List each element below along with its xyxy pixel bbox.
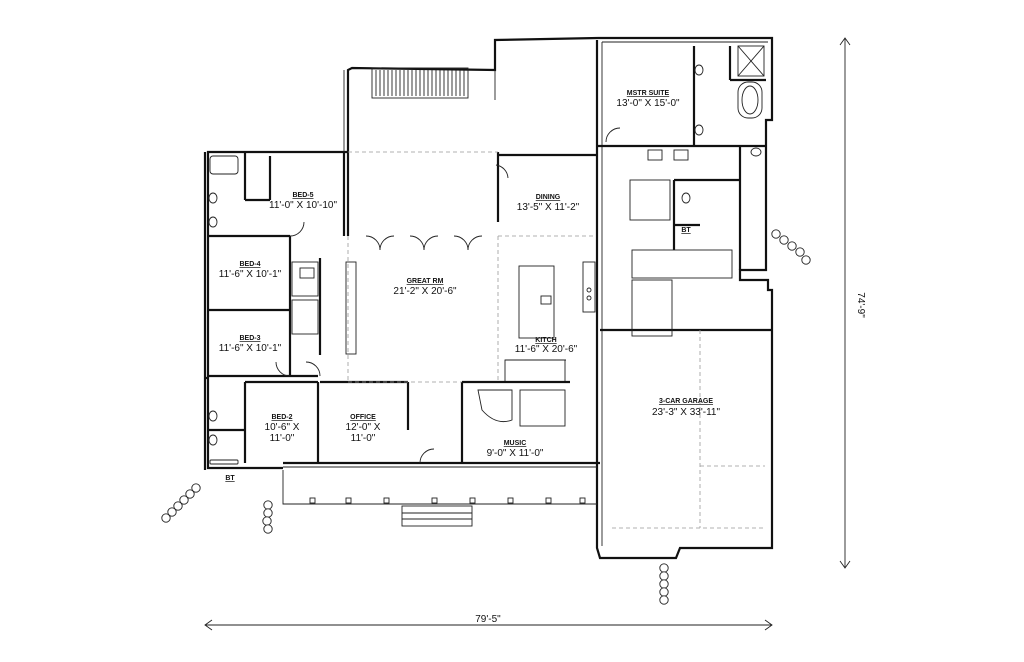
porch-column [545, 497, 552, 504]
room-name-bed2: BED-2 [271, 414, 292, 421]
room-name-dining: DINING [536, 194, 561, 201]
room-labels: MSTR SUITE 13'-0" X 15'-0" BED-5 11'-0" … [219, 90, 721, 482]
width-dimension-label: 79'-5" [475, 614, 501, 625]
porch-column [345, 497, 352, 504]
porch-column [469, 497, 476, 504]
room-dim-bed2-1: 10'-6" X [265, 422, 300, 433]
room-dim-great: 21'-2" X 20'-6" [393, 286, 457, 297]
shrub [659, 587, 669, 597]
porch-column [431, 497, 438, 504]
bath-label-2: BT [225, 475, 235, 482]
room-dim-bed5: 11'-0" X 10'-10" [269, 200, 337, 211]
shrub [659, 563, 669, 573]
room-name-music: MUSIC [504, 440, 527, 447]
shrub [779, 235, 789, 245]
shrub [787, 241, 797, 251]
shrub [179, 495, 189, 505]
room-dim-bed3: 11'-6" X 10'-1" [219, 343, 282, 354]
depth-dimension-label: 74'-9" [855, 292, 866, 318]
front-porch [282, 470, 597, 527]
shrub [795, 247, 805, 257]
shrub [263, 500, 273, 510]
fixtures [208, 45, 765, 465]
interior-walls [208, 46, 772, 529]
depth-dimension: 74'-9" [839, 37, 866, 569]
shrubs [161, 229, 811, 605]
shrub [185, 489, 195, 499]
room-dim-master: 13'-0" X 15'-0" [616, 98, 680, 109]
room-dim-office-1: 12'-0" X [346, 422, 381, 433]
room-name-bed5: BED-5 [292, 192, 313, 199]
room-name-master: MSTR SUITE [627, 90, 670, 97]
shrub [659, 579, 669, 589]
shrub [262, 516, 272, 526]
room-dim-office-2: 11'-0" [351, 433, 376, 444]
bath-label-1: BT [681, 227, 691, 234]
shrub [801, 255, 811, 265]
room-dim-bed2-2: 11'-0" [270, 433, 295, 444]
room-dim-music: 9'-0" X 11'-0" [487, 448, 544, 459]
room-name-great: GREAT RM [407, 278, 444, 285]
room-name-bed4: BED-4 [239, 261, 260, 268]
shrub [263, 524, 273, 534]
room-name-kitchen: KITCH [535, 337, 556, 344]
width-dimension: 79'-5" [204, 614, 773, 631]
dashed-lines [347, 151, 596, 383]
shrub [191, 483, 201, 493]
room-dim-bed4: 11'-6" X 10'-1" [219, 269, 282, 280]
shrub [659, 595, 669, 605]
shrub [659, 571, 669, 581]
room-name-office: OFFICE [350, 414, 376, 421]
shrub [173, 501, 183, 511]
deck-stairs [371, 67, 469, 99]
room-dim-garage: 23'-3" X 33'-11" [652, 407, 720, 418]
shrub [161, 513, 171, 523]
shrub [167, 507, 177, 517]
porch-column [579, 497, 586, 504]
room-name-garage: 3-CAR GARAGE [659, 398, 713, 405]
porch-column [383, 497, 390, 504]
room-dim-dining: 13'-5" X 11'-2" [517, 202, 580, 213]
room-name-bed3: BED-3 [239, 335, 260, 342]
shrub [263, 508, 273, 518]
porch-column [507, 497, 514, 504]
stairs [629, 179, 733, 337]
porch-column [309, 497, 316, 504]
door-swings [275, 127, 621, 464]
shrub [771, 229, 781, 239]
room-dim-kitchen: 11'-6" X 20'-6" [515, 344, 578, 355]
